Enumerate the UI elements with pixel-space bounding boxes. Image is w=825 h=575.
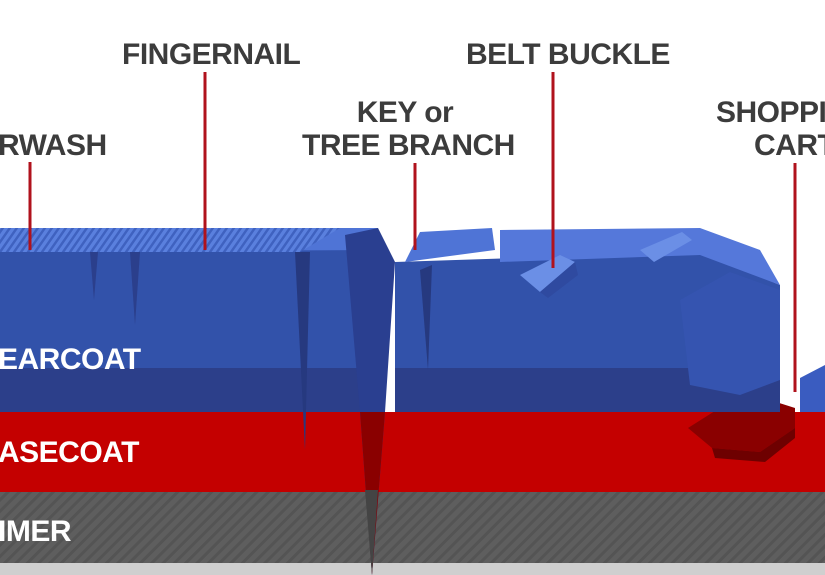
- carwash-label: RWASH: [0, 129, 107, 162]
- key-label-line2: TREE BRANCH: [302, 129, 508, 162]
- belt-buckle-label: BELT BUCKLE: [466, 38, 670, 71]
- primer-layer: [0, 490, 825, 575]
- shopping-cart-label: SHOPPI CART: [716, 96, 825, 162]
- key-label-line1: KEY or: [302, 96, 508, 129]
- clearcoat-label: EARCOAT: [0, 343, 141, 377]
- shopping-label-line1: SHOPPI: [716, 96, 825, 129]
- carwash-label-text: RWASH: [0, 129, 107, 162]
- belt-buckle-label-text: BELT BUCKLE: [466, 38, 670, 71]
- key-tree-branch-label: KEY or TREE BRANCH: [302, 96, 508, 162]
- fingernail-label-text: FINGERNAIL: [122, 38, 300, 71]
- fingernail-label: FINGERNAIL: [122, 38, 300, 71]
- shopping-label-line2: CART: [716, 129, 825, 162]
- primer-label: IMER: [0, 515, 71, 549]
- basecoat-label: ASECOAT: [0, 436, 139, 470]
